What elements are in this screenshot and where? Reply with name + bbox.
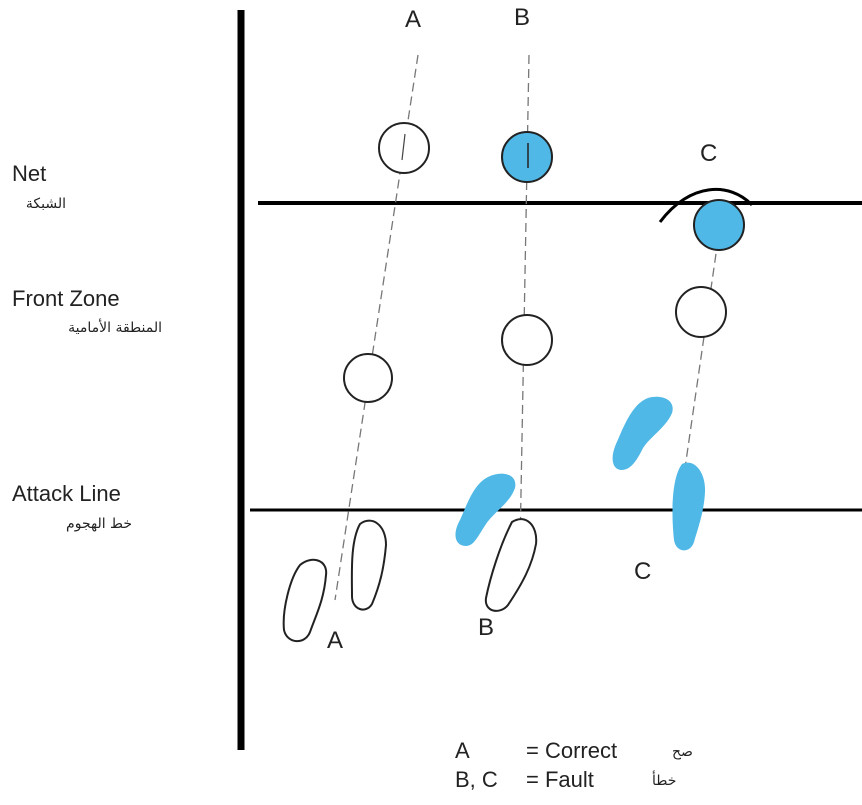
player-a-top-label: A bbox=[405, 6, 422, 33]
attack-line-label: Attack Line bbox=[12, 481, 121, 506]
footprint-a-right bbox=[350, 519, 388, 611]
trajectory-c bbox=[684, 239, 719, 469]
ball-b-low bbox=[501, 314, 553, 366]
ball-a-high-tick bbox=[401, 133, 406, 161]
legend-row2-ar: خطأ bbox=[652, 773, 677, 789]
net-arc-c bbox=[658, 187, 754, 223]
legend-row1-value: = Correct bbox=[526, 738, 618, 763]
front-zone-label-ar: المنطقة الأمامية bbox=[68, 320, 162, 336]
ball-a-high bbox=[378, 122, 430, 174]
footprint-c-lower bbox=[672, 462, 706, 551]
trajectory-b bbox=[519, 54, 530, 549]
legend-row2-value: = Fault bbox=[526, 767, 594, 792]
footprint-b-white bbox=[484, 518, 538, 612]
ball-a-low bbox=[343, 353, 393, 403]
net-label-ar: الشبكة bbox=[25, 196, 66, 212]
footprint-c-upper bbox=[612, 396, 673, 470]
player-b-bottom-label: B bbox=[478, 614, 495, 641]
attack-line-label-ar: خط الهجوم bbox=[66, 516, 132, 532]
legend-row1-key: A bbox=[455, 738, 470, 763]
ball-b-high bbox=[501, 131, 553, 183]
footprint-a-left bbox=[282, 558, 328, 643]
legend-row2-key: B, C bbox=[455, 767, 498, 792]
front-zone-label: Front Zone bbox=[12, 286, 120, 311]
footprint-b-fault bbox=[455, 473, 516, 546]
player-a-bottom-label: A bbox=[327, 627, 344, 654]
player-c-top-label: C bbox=[700, 140, 718, 167]
player-b-top-label: B bbox=[514, 4, 531, 31]
ball-c-high bbox=[693, 199, 745, 251]
player-c-bottom-label: C bbox=[634, 558, 652, 585]
legend-row1-ar: صح bbox=[672, 744, 693, 760]
ball-c-low bbox=[675, 286, 727, 338]
net-label: Net bbox=[12, 161, 47, 186]
